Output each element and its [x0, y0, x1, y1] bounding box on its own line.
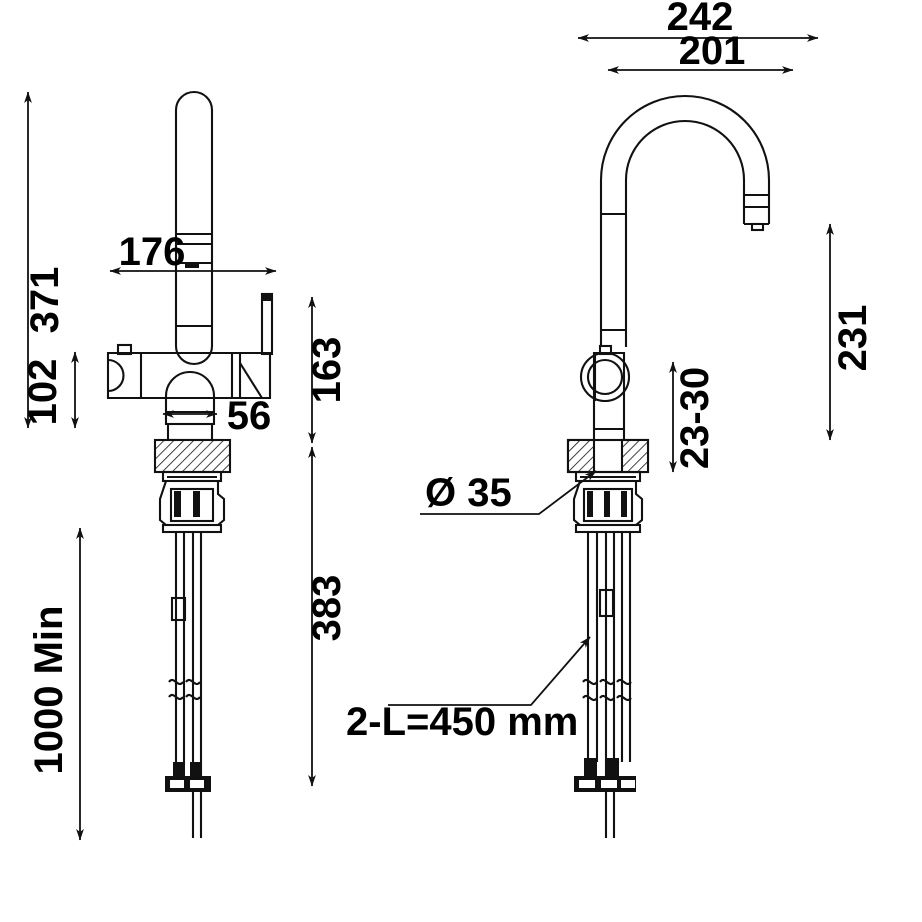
side-manifold-port-b — [601, 780, 617, 788]
spout-inner-curve — [624, 120, 746, 224]
body-housing — [106, 351, 272, 400]
shank-cone — [164, 371, 216, 426]
dim-label-hose-length: 2-L=450 mm — [346, 700, 578, 744]
mounting-nut — [153, 438, 232, 474]
dim-label-102: 102 — [21, 359, 65, 426]
side-hose-a-end-fitting — [584, 758, 597, 776]
side-view-dimensions — [388, 34, 834, 706]
side-connector-slot-b — [604, 491, 610, 517]
front-view-dimension-labels: 371 102 1000 Min 176 56 163 383 — [21, 230, 349, 774]
side-connector-slot-a — [587, 491, 593, 517]
side-hose-ferrule — [598, 588, 615, 618]
manifold-port-b — [190, 780, 204, 788]
side-view-dimension-labels: 242 201 231 23-30 Ø 35 2-L=450 mm — [346, 0, 875, 744]
side-nut-hatch-left — [566, 438, 596, 474]
dim-label-diameter-35: Ø 35 — [425, 471, 512, 515]
side-view — [566, 95, 771, 838]
connector-inner — [169, 487, 215, 523]
front-view — [106, 90, 274, 838]
dia35-leader — [420, 470, 597, 515]
dim-label-163: 163 — [305, 337, 349, 404]
dim-label-23-30: 23-30 — [673, 367, 717, 469]
connector-slot-b — [193, 491, 200, 517]
side-hose-connector-block — [572, 479, 644, 527]
side-connector-slot-c — [621, 491, 627, 517]
handle-ring-inner — [586, 358, 624, 396]
connector-slot-a — [174, 491, 181, 517]
body-cap-left — [107, 358, 125, 393]
handle-diagonal — [239, 362, 263, 399]
dim-label-371: 371 — [23, 267, 67, 334]
hose-a-end-fitting — [173, 762, 185, 776]
manifold-port-a — [170, 780, 184, 788]
side-manifold-port-a — [579, 780, 595, 788]
side-connector-base — [574, 523, 642, 534]
dim-label-201: 201 — [679, 29, 746, 73]
hose-length-leader — [388, 636, 591, 706]
dim-label-231: 231 — [831, 305, 875, 372]
side-connector-inner — [582, 487, 634, 523]
side-nut-hatch-right — [620, 438, 650, 474]
side-hose-b-end-fitting — [606, 758, 619, 776]
dim-label-242: 242 — [667, 0, 734, 39]
side-manifold-port-c — [621, 780, 635, 788]
hose-connector-block — [158, 479, 226, 527]
dim-label-383: 383 — [305, 575, 349, 642]
hose-a-ferrule — [170, 596, 187, 622]
dim-label-1000-min: 1000 Min — [27, 606, 71, 775]
dim-label-56: 56 — [227, 394, 272, 438]
dim-label-176: 176 — [119, 230, 186, 274]
body-vent-nub — [116, 343, 133, 356]
front-view-dimensions — [24, 91, 316, 841]
spout-column — [174, 90, 214, 366]
hose-b-end-fitting — [190, 762, 202, 776]
outlet-aerator — [750, 222, 765, 232]
spout-detail-tab — [185, 263, 199, 268]
spout-outer-curve — [599, 95, 771, 224]
handle-lever-tip — [262, 294, 272, 301]
